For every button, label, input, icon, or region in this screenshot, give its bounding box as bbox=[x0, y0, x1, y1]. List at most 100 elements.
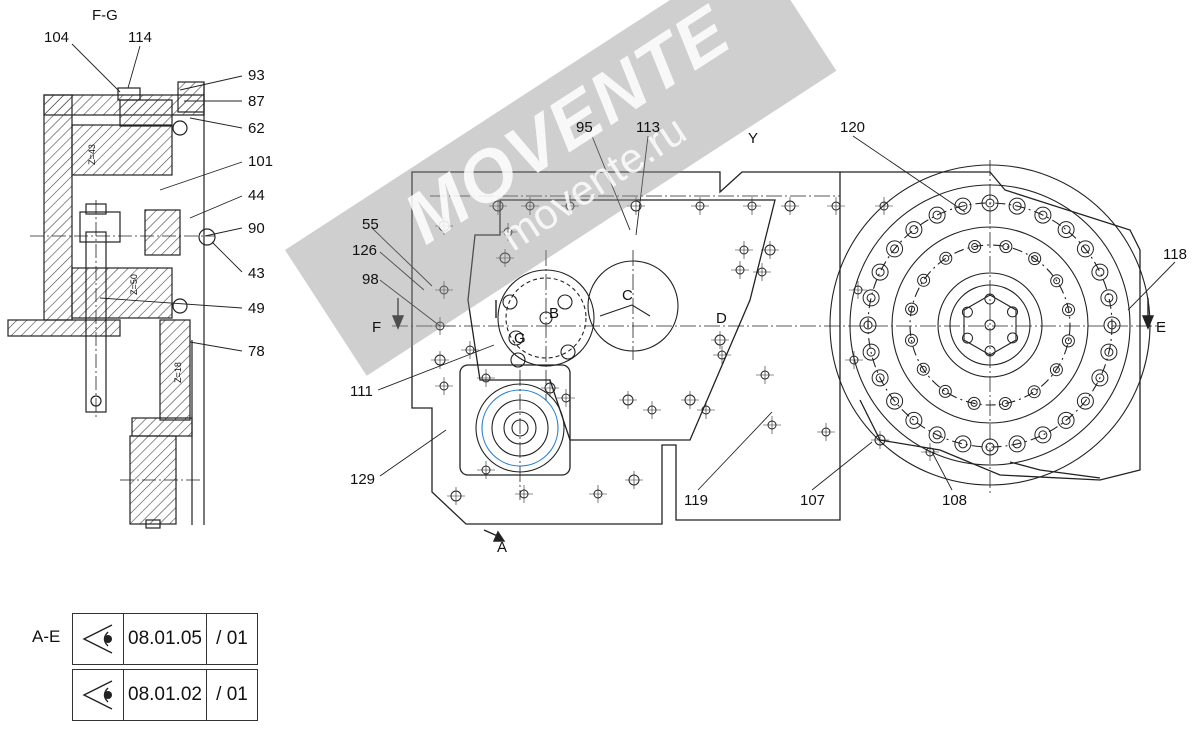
callout-107: 107 bbox=[800, 492, 826, 509]
bolt-hole-inner bbox=[941, 387, 949, 395]
bolt-hole-inner bbox=[1065, 306, 1072, 314]
bolt-hole bbox=[999, 240, 1013, 254]
bolt-hole-inner bbox=[1012, 201, 1022, 211]
bolt-hole-inner bbox=[1031, 255, 1039, 263]
bolt-hole bbox=[905, 302, 919, 316]
bolt-hole-inner bbox=[1053, 277, 1061, 285]
bolt-hole-inner bbox=[920, 276, 928, 284]
bolt-hole bbox=[917, 273, 931, 287]
bolt-hole bbox=[1103, 316, 1121, 334]
bolt-hole bbox=[1008, 435, 1026, 453]
point-letter-d: D bbox=[716, 310, 727, 327]
callout-98: 98 bbox=[362, 271, 379, 288]
bolt-hole bbox=[1057, 411, 1075, 429]
bolt-hole bbox=[1061, 334, 1075, 348]
bolt-hole-inner bbox=[1002, 243, 1010, 251]
section-letter-a: A bbox=[497, 539, 508, 556]
bolt-hole bbox=[967, 396, 981, 410]
bolt-hole bbox=[1062, 303, 1075, 317]
eye-icon bbox=[73, 670, 124, 720]
bolt-hole bbox=[1034, 426, 1052, 444]
view-ref-code: 08.01.05 bbox=[124, 614, 207, 664]
callout-55: 55 bbox=[362, 216, 379, 233]
bolt-hole bbox=[916, 362, 930, 376]
callout-44: 44 bbox=[248, 187, 265, 204]
bolt-hole-inner bbox=[863, 320, 873, 330]
view-ref-rev: / 01 bbox=[216, 684, 248, 705]
bolt-hole-inner bbox=[1001, 400, 1009, 407]
point-letter-c: C bbox=[622, 287, 633, 304]
bolt-hole bbox=[961, 306, 973, 318]
bolt-hole-inner bbox=[1064, 337, 1072, 345]
point-letter-g: G bbox=[514, 330, 526, 347]
bolt-hole-inner bbox=[866, 347, 876, 357]
bolt-hole-inner bbox=[942, 254, 950, 262]
bolt-hole bbox=[1007, 332, 1019, 344]
bolt-hole bbox=[1100, 289, 1118, 307]
bolt-hole-inner bbox=[1052, 366, 1060, 374]
bolt-ring-outer bbox=[859, 194, 1121, 456]
bolt-hole bbox=[962, 332, 973, 344]
callout-126: 126 bbox=[352, 242, 378, 259]
callout-113: 113 bbox=[636, 119, 660, 136]
bolt-hole-inner bbox=[909, 225, 919, 235]
callout-118: 118 bbox=[1163, 246, 1187, 263]
callout-87: 87 bbox=[248, 93, 265, 110]
view-ref-row-2[interactable]: 08.01.02 / 01 bbox=[72, 669, 258, 721]
callout-78: 78 bbox=[248, 343, 265, 360]
bolt-hole bbox=[968, 240, 982, 253]
bolt-hole bbox=[859, 316, 877, 334]
bolt-hole-inner bbox=[919, 365, 927, 373]
bolt-hole bbox=[905, 221, 923, 239]
bolt-hole-inner bbox=[890, 244, 900, 254]
bolt-hole-inner bbox=[1012, 439, 1022, 449]
callout-95: 95 bbox=[576, 119, 593, 136]
callout-114: 114 bbox=[128, 29, 152, 46]
bolt-hole bbox=[886, 392, 904, 410]
bolt-hole-inner bbox=[866, 293, 876, 303]
gear-mark-z43: Z=43 bbox=[86, 144, 97, 165]
bolt-hole-inner bbox=[932, 210, 942, 220]
bolt-hole bbox=[1057, 221, 1075, 239]
bolt-hole bbox=[998, 397, 1012, 410]
gear-mark-z50: Z=50 bbox=[128, 274, 139, 295]
bolt-hole bbox=[1091, 369, 1109, 387]
bolt-hole bbox=[1049, 363, 1063, 377]
bolt-hole bbox=[886, 240, 904, 258]
bolt-hole bbox=[1027, 385, 1041, 399]
bolt-hole bbox=[1008, 197, 1026, 215]
bolt-hole bbox=[1050, 274, 1064, 288]
callout-93: 93 bbox=[248, 67, 265, 84]
callout-49: 49 bbox=[248, 300, 265, 317]
point-letter-b: B bbox=[549, 305, 560, 322]
eye-icon bbox=[73, 614, 124, 664]
main-centerlines bbox=[392, 160, 1165, 500]
view-ref-code: 08.01.02 bbox=[124, 670, 207, 720]
bolt-hole bbox=[1007, 306, 1018, 318]
callout-62: 62 bbox=[248, 120, 265, 137]
bolt-hole bbox=[862, 343, 880, 361]
bolt-hole bbox=[1034, 206, 1052, 224]
bolt-hole-inner bbox=[970, 399, 978, 407]
callout-111: 111 bbox=[350, 383, 373, 400]
bolt-hole-inner bbox=[971, 243, 979, 250]
bolt-hole-inner bbox=[1080, 244, 1090, 254]
bolt-hole-inner bbox=[1038, 210, 1048, 220]
bolt-hole-inner bbox=[1061, 415, 1071, 425]
bolt-ring-inner bbox=[905, 240, 1075, 410]
bolt-hole bbox=[905, 333, 918, 347]
callout-129: 129 bbox=[350, 471, 376, 488]
bolt-hole-inner bbox=[1038, 430, 1048, 440]
bolt-hole bbox=[928, 206, 946, 224]
section-view-fg bbox=[7, 81, 216, 529]
view-letter-y: Y bbox=[748, 130, 759, 147]
bolt-hole bbox=[871, 369, 889, 387]
view-ref-row-1[interactable]: 08.01.05 / 01 bbox=[72, 613, 258, 665]
plate-holes bbox=[431, 197, 939, 505]
bolt-hole bbox=[1100, 343, 1118, 361]
callout-108: 108 bbox=[942, 492, 968, 509]
bolt-hole-inner bbox=[909, 415, 919, 425]
main-leaders bbox=[371, 135, 1176, 491]
bolt-hole-inner bbox=[890, 396, 900, 406]
